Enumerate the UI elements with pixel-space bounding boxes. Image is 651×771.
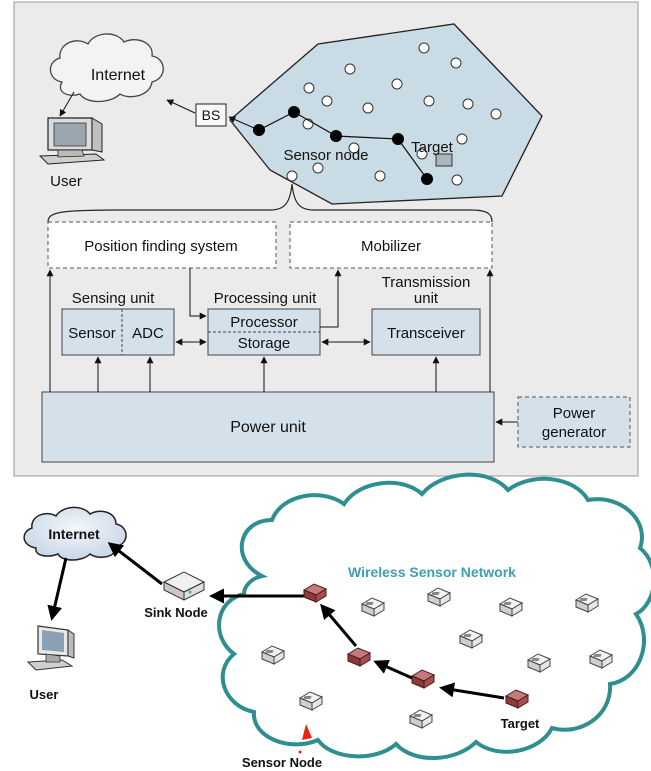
internet-label-top: Internet xyxy=(91,67,146,84)
internal-arrows xyxy=(46,268,518,426)
user-computer-icon-bottom xyxy=(26,625,75,671)
sensor-node-pointer xyxy=(302,724,312,740)
arrow-internet-to-user xyxy=(59,91,75,117)
bs-box xyxy=(195,103,227,127)
power-unit-label: Power unit xyxy=(230,419,306,436)
mobilizer-label: Mobilizer xyxy=(361,238,421,255)
adc-label: ADC xyxy=(132,325,164,342)
sink-node-label: Sink Node xyxy=(144,605,208,620)
sensor-label: Sensor xyxy=(68,325,116,342)
position-finding-label: Position finding system xyxy=(84,238,237,255)
storage-label: Storage xyxy=(238,335,291,352)
transmission-unit-label-2: unit xyxy=(414,290,439,307)
node-detail-brace xyxy=(47,183,493,223)
power-generator-label-2: generator xyxy=(542,424,606,441)
top-architecture-panel: Internet User BS xyxy=(13,1,639,477)
sensor-field xyxy=(229,23,543,205)
wsn-title: Wireless Sensor Network xyxy=(348,564,516,580)
sensing-unit-box xyxy=(61,308,175,356)
wsn-routing-arrows xyxy=(320,603,505,700)
user-label-top: User xyxy=(50,173,82,190)
user-computer-icon: User xyxy=(38,117,106,190)
bs-label: BS xyxy=(202,107,221,123)
bottom-wsn-panel: Wireless Sensor Network Internet Sink No… xyxy=(23,472,651,770)
sensing-unit-label: Sensing unit xyxy=(72,290,155,307)
field-idle-nodes xyxy=(286,42,502,186)
processing-unit-label: Processing unit xyxy=(214,290,317,307)
position-finding-box xyxy=(47,221,277,269)
target-label-bottom: Target xyxy=(501,716,540,731)
power-unit-box xyxy=(41,391,495,463)
sink-node-icon xyxy=(162,571,206,601)
internet-label-bottom: Internet xyxy=(48,526,100,542)
transceiver-box xyxy=(371,308,481,356)
wsn-cloud xyxy=(217,472,651,760)
arrow-bs-to-internet xyxy=(166,99,196,114)
internet-cloud-bottom: Internet xyxy=(23,506,127,561)
internet-cloud-top: Internet xyxy=(49,33,164,103)
bottom-outer-arrows xyxy=(47,542,304,621)
processor-label: Processor xyxy=(230,314,298,331)
transmission-unit-label-1: Transmission xyxy=(382,274,471,291)
power-generator-box xyxy=(517,396,631,448)
transceiver-label: Transceiver xyxy=(387,325,465,342)
target-label-top: Target xyxy=(411,139,454,156)
field-active-nodes xyxy=(253,106,433,185)
arrow-node-to-bs xyxy=(228,116,255,129)
sensor-node-label-top: Sensor node xyxy=(283,147,368,164)
mobilizer-box xyxy=(289,221,493,269)
user-label-bottom: User xyxy=(30,687,59,702)
sensor-node-label-bottom: Sensor Node xyxy=(242,755,322,770)
target-box-top xyxy=(435,153,453,167)
power-generator-label-1: Power xyxy=(553,405,596,422)
